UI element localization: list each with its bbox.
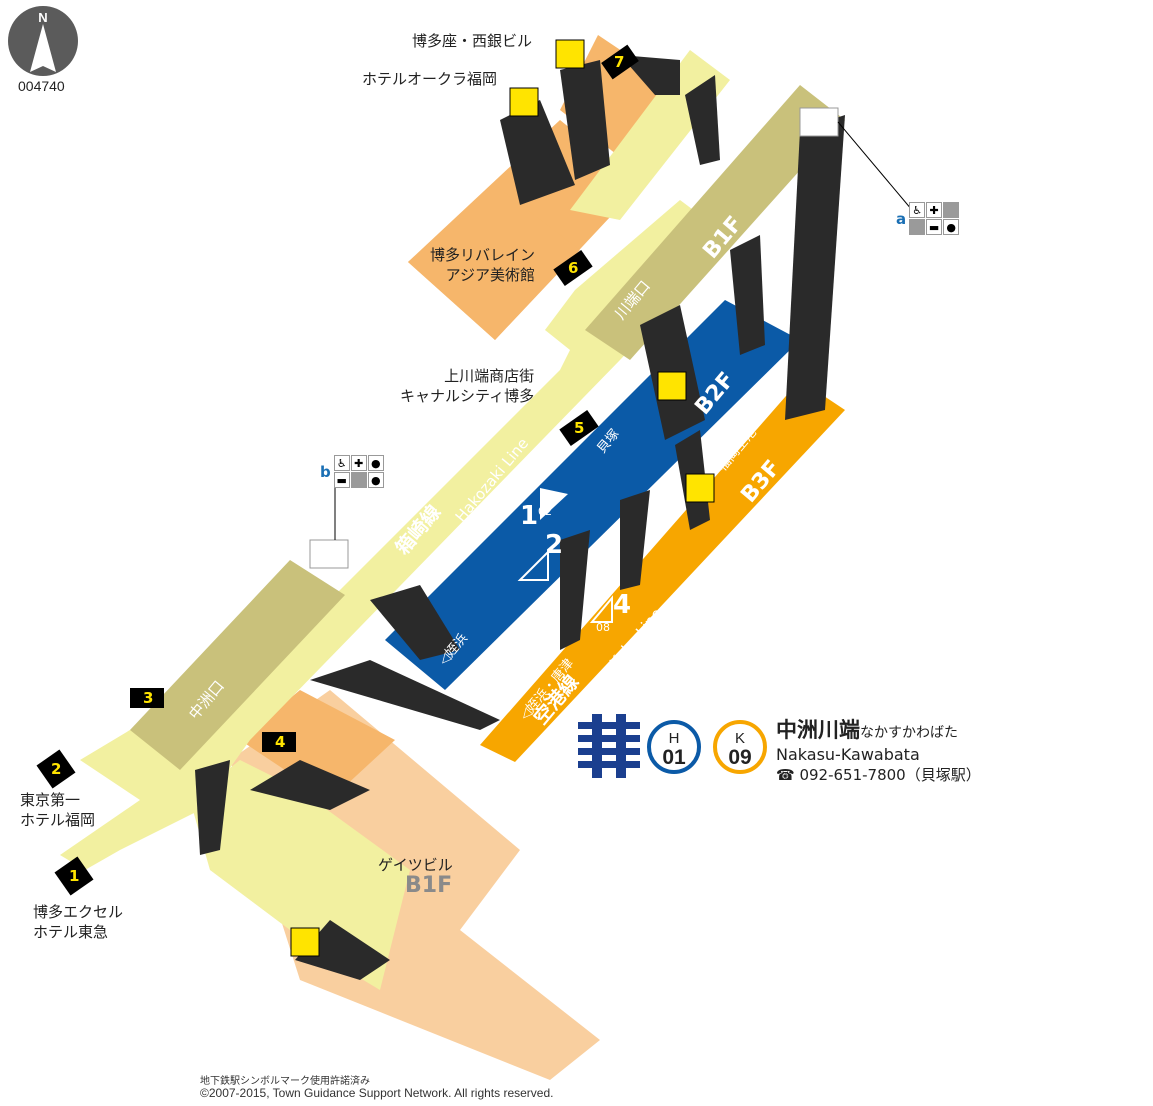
baby-chair-icon: ●	[367, 455, 384, 471]
platform-2: 2	[545, 530, 564, 560]
station-name: 中洲川端	[776, 718, 860, 742]
line-badge-h-letter: H	[668, 730, 680, 747]
footer-permission: 地下鉄駅シンボルマーク使用許諾済み	[200, 1076, 370, 1087]
label-geitsu: ゲイツビル	[378, 856, 453, 874]
exit-6-number: 6	[568, 259, 579, 277]
label-exit6: 博多リバレイン アジア美術館	[430, 246, 536, 284]
concourse-lower-branch	[190, 760, 410, 990]
compass: N	[8, 6, 78, 76]
line-badge-k-letter: K	[734, 730, 745, 747]
line-badge-k-number: 09	[728, 746, 752, 769]
label-exit5: 上川端商店街 キャナルシティ博多	[400, 367, 535, 405]
facility-a-letter: a	[896, 209, 907, 228]
map-id: 004740	[18, 78, 65, 94]
north-arrow-icon: N	[30, 10, 56, 72]
compass-n-label: N	[38, 10, 47, 25]
wheelchair-restroom-icon: ♿	[909, 202, 926, 218]
baby-bed-icon: ▬	[926, 219, 943, 235]
exit-2-number: 2	[51, 760, 62, 778]
station-kana: なかすかわばた	[860, 725, 958, 741]
exit-1-number: 1	[69, 867, 80, 885]
kuko-line-band	[480, 380, 845, 762]
restroom-panel-b	[309, 539, 349, 569]
building-geitsu-upper	[240, 690, 395, 800]
platform-arrows	[517, 488, 613, 668]
restroom-panel-a	[799, 107, 839, 137]
gate-area-nakasu	[130, 560, 345, 770]
ostomate-icon: ✚	[350, 455, 367, 471]
platform-1: 1	[520, 501, 539, 531]
station-info: 中洲川端なかすかわばた Nakasu-Kawabata ☎ 092-651-78…	[776, 718, 981, 785]
line-badge-k: K 09	[713, 720, 767, 774]
line-badge-h: H 01	[647, 720, 701, 774]
platform-4: 4	[613, 590, 632, 620]
exit-5-number: 5	[574, 419, 585, 437]
label-geitsu-floor: B1F	[405, 873, 453, 898]
facility-b: b ♿ ✚ ● ▬ ●	[320, 455, 384, 488]
elevator-icons	[290, 39, 715, 957]
nursing-icon: ●	[943, 219, 960, 235]
platform-3: 3	[496, 651, 515, 681]
label-exit2: 東京第一 ホテル福岡	[20, 791, 96, 829]
line-badge-h-number: 01	[662, 746, 686, 769]
blank-icon	[350, 472, 367, 488]
exit-badges	[36, 44, 639, 896]
station-roman: Nakasu-Kawabata	[776, 745, 920, 764]
gate-area-kawabata	[585, 85, 845, 360]
concourse-upper	[545, 200, 700, 340]
station-name-block: 中洲川端なかすかわばた	[776, 718, 981, 745]
fukuoka-subway-logo-icon	[578, 714, 640, 778]
station-phone: ☎ 092-651-7800（貝塚駅）	[776, 766, 981, 784]
building-riverain	[408, 185, 580, 340]
facility-b-letter: b	[320, 462, 331, 481]
facility-a: a ♿ ✚ ▬ ●	[896, 202, 960, 235]
exit-4-number: 4	[275, 733, 286, 751]
label-hakataza: 博多座・西銀ビル	[412, 32, 533, 50]
blank-icon	[909, 219, 926, 235]
footer-copyright: ©2007-2015, Town Guidance Support Networ…	[200, 1086, 554, 1100]
label-exit1: 博多エクセル ホテル東急	[33, 903, 124, 941]
blank-icon	[943, 202, 960, 218]
platform-1-sub: 02	[538, 505, 552, 518]
wheelchair-restroom-icon: ♿	[333, 455, 350, 471]
label-okura: ホテルオークラ福岡	[362, 70, 498, 88]
platform-4-sub: 08	[596, 621, 610, 634]
nursing-icon: ●	[367, 472, 384, 488]
baby-bed-icon: ▬	[333, 472, 350, 488]
ostomate-icon: ✚	[926, 202, 943, 218]
exit-3-number: 3	[143, 689, 154, 707]
platform-3-sub: 10	[519, 655, 533, 668]
exit-7-number: 7	[614, 53, 625, 71]
